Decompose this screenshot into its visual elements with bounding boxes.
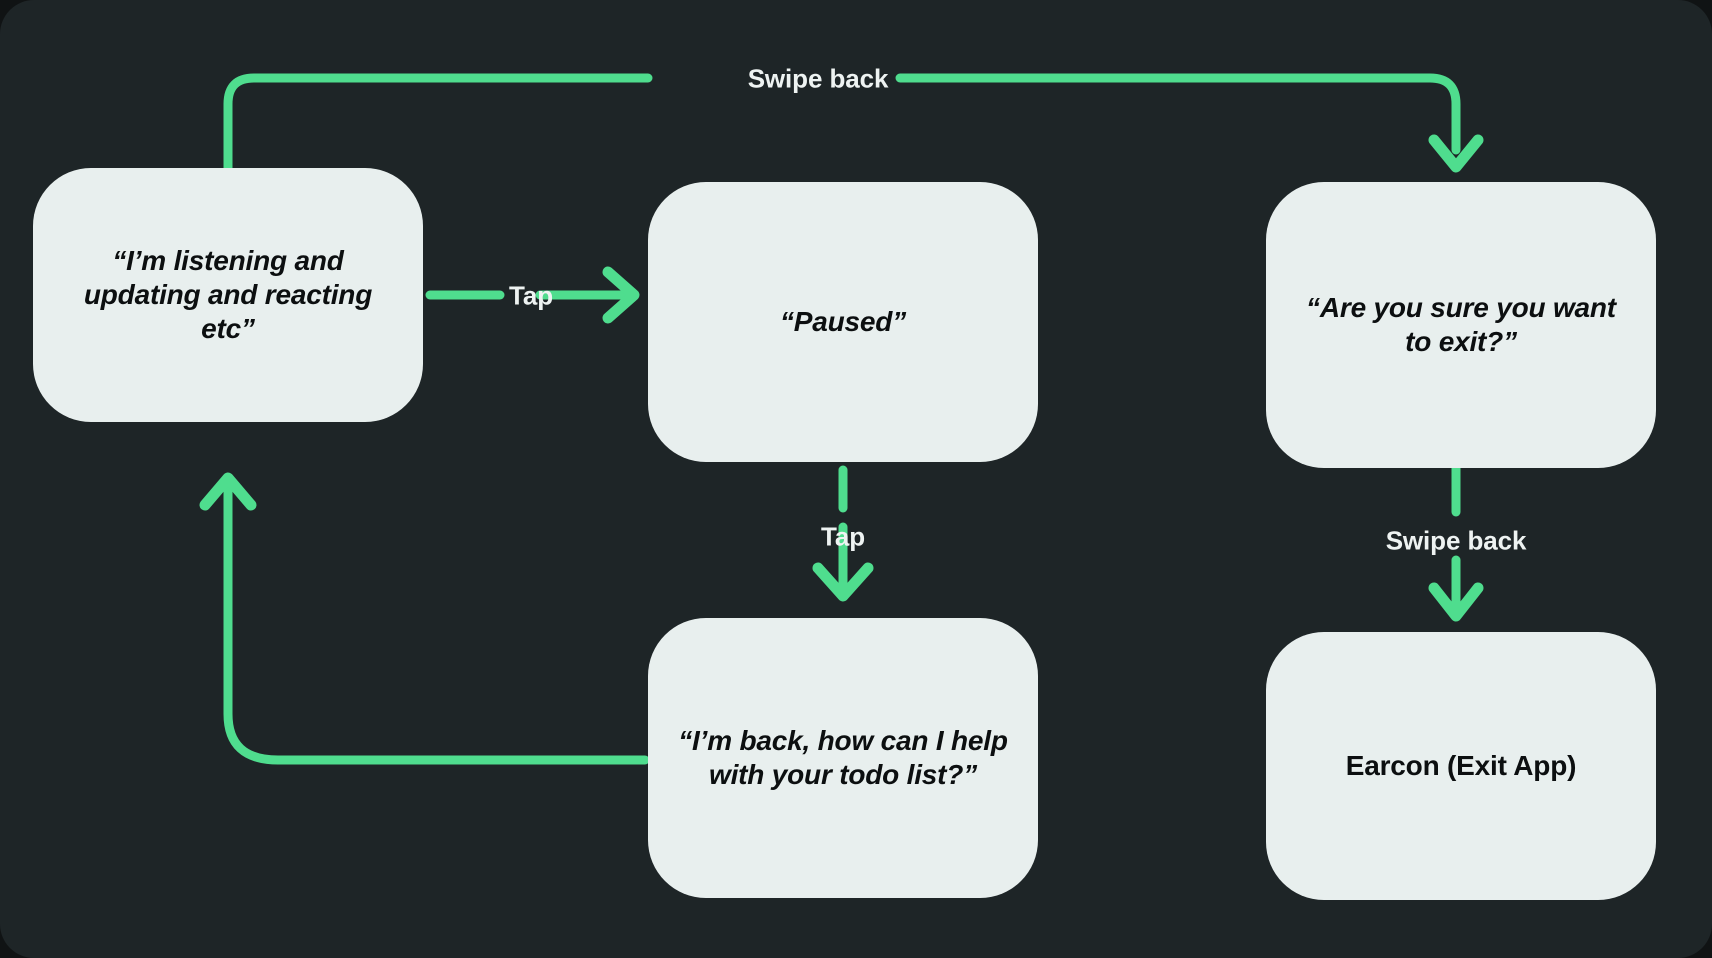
edge-label-tap-horizontal: Tap (509, 280, 553, 311)
node-im-back[interactable]: “I’m back, how can I help with your todo… (648, 618, 1038, 898)
node-confirm-exit[interactable]: “Are you sure you want to exit?” (1266, 182, 1656, 468)
node-im-back-label: “I’m back, how can I help with your todo… (678, 724, 1008, 790)
node-paused-label: “Paused” (780, 305, 906, 337)
node-paused[interactable]: “Paused” (648, 182, 1038, 462)
node-confirm-exit-label: “Are you sure you want to exit?” (1306, 291, 1616, 357)
edge-im-back-to-listening (199, 472, 650, 765)
edge-label-swipe-back-top: Swipe back (747, 63, 889, 94)
edge-label-swipe-back-right: Swipe back (1385, 525, 1527, 556)
node-earcon-label: Earcon (Exit App) (1345, 749, 1577, 781)
edge-label-tap-vertical: Tap (821, 521, 865, 552)
node-listening[interactable]: “I’m listening and updating and reacting… (33, 168, 423, 422)
node-earcon[interactable]: Earcon (Exit App) (1266, 632, 1656, 900)
node-listening-label: “I’m listening and updating and reacting… (83, 244, 373, 345)
